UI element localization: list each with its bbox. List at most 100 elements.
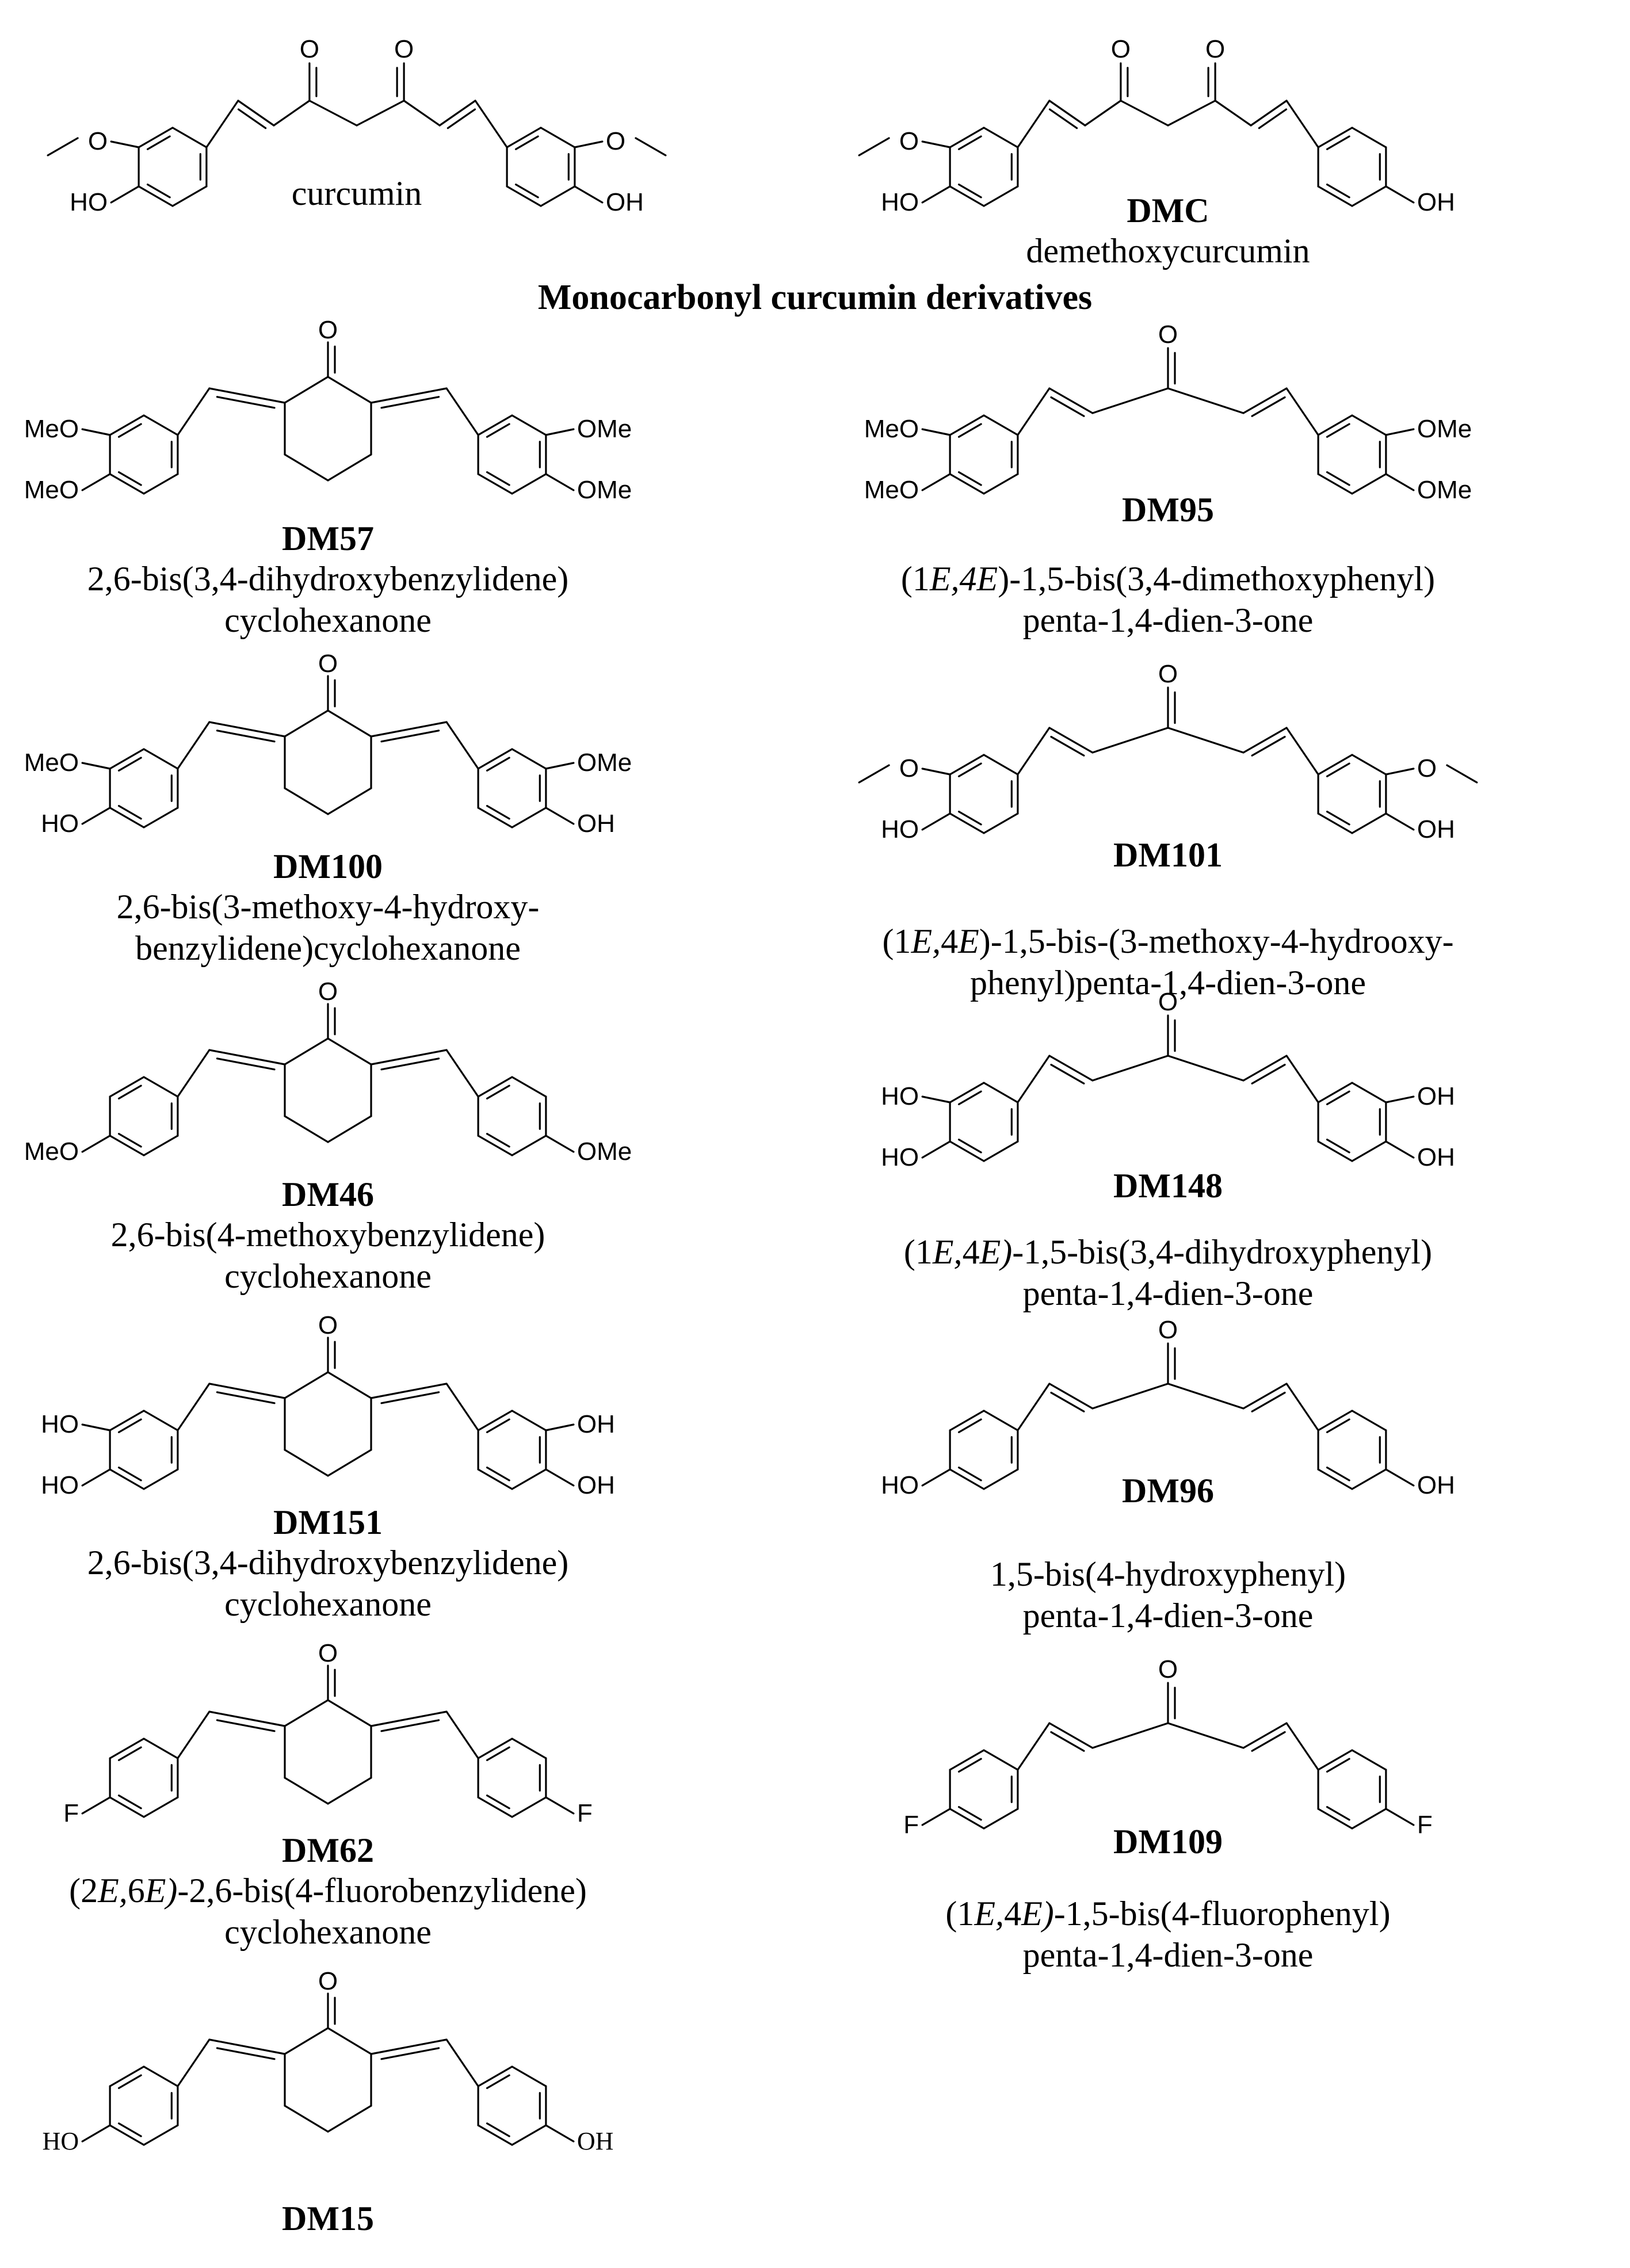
ring-bond (540, 127, 576, 148)
ring-bond (511, 1468, 547, 1490)
ring-bond (109, 1410, 145, 1431)
alkene-bond (1048, 387, 1094, 414)
exocyclic-double-bond (208, 1710, 286, 1727)
ring-bond (511, 807, 547, 828)
compound-name-line: 2,6-bis(3,4-dihydroxybenzylidene) (87, 1544, 569, 1582)
alkene-bond (1242, 727, 1288, 754)
bond (1167, 387, 1245, 414)
ring-inner-bond (957, 423, 982, 438)
compound-name-line: (2E,6E)-2,6-bis(4-fluorobenzylidene) (69, 1872, 587, 1910)
substituent-bond (921, 140, 951, 148)
bond (284, 1777, 329, 1805)
left-aryl-ring (109, 414, 179, 495)
ring-inner-bond (117, 1746, 142, 1761)
ring-inner-bond (1326, 1090, 1350, 1105)
bond (356, 100, 405, 127)
substituent-bond (545, 2124, 575, 2143)
substituent-bond (545, 762, 575, 770)
double-bond-inner (1050, 1391, 1085, 1412)
left-aryl-ring (109, 748, 179, 828)
ring-bond (109, 1468, 145, 1490)
left-meta-substituent: O (899, 754, 919, 782)
ring-bond (138, 185, 174, 207)
ring-bond (506, 185, 542, 207)
substituent-bond (921, 768, 951, 776)
exocyclic-double-bond (208, 1049, 286, 1066)
substituent-bond (545, 807, 575, 825)
ring-inner-bond (957, 135, 982, 150)
right-para-substituent: OH (1417, 188, 1455, 216)
ring-bond (1351, 414, 1387, 436)
ring-bond (949, 1808, 985, 1830)
substituent-bond (81, 1468, 111, 1487)
right-para-substituent: OH (606, 188, 644, 216)
left-aryl-ring (949, 127, 1019, 207)
ring-bond (511, 2065, 547, 2087)
substituent-bond (81, 2124, 111, 2143)
bond (327, 2027, 372, 2055)
ring-bond (949, 1749, 985, 1771)
ring-bond (949, 414, 985, 436)
bond (445, 387, 479, 436)
ring-bond (1351, 127, 1387, 148)
ring-bond (143, 748, 179, 770)
substituent-bond (81, 1796, 111, 1815)
compound-name-line: cyclohexanone (224, 601, 432, 639)
ring-inner-bond (486, 1794, 510, 1809)
ring-bond (983, 1808, 1019, 1830)
left-para-substituent: MeO (24, 476, 79, 504)
compound-name-line: (1E,4E)-1,5-bis(3,4-dimethoxyphenyl) (900, 560, 1436, 598)
bond (327, 453, 372, 482)
right-para-substituent: OH (1417, 815, 1455, 843)
substituent-bond (1385, 428, 1415, 436)
right-meta-substituent: OMe (577, 749, 632, 777)
bond (1120, 100, 1169, 127)
compound-code: DM57 (282, 520, 374, 558)
ring-inner-bond (957, 1467, 982, 1482)
bond (1091, 1055, 1169, 1082)
substituent-bond (1385, 185, 1415, 204)
carbonyl-oxygen-label: O (394, 35, 414, 63)
bond (1285, 387, 1319, 436)
ring-inner-bond (957, 762, 982, 777)
methyl-bond (1446, 764, 1478, 784)
ring-inner-bond (486, 423, 510, 438)
left-meta-substituent: O (899, 127, 919, 155)
ring-bond (143, 807, 179, 828)
ring-bond (983, 1082, 1019, 1104)
ring-bond (983, 185, 1019, 207)
compound-name-line: demethoxycurcumin (1026, 232, 1310, 270)
substituent-bond (110, 185, 140, 204)
left-meta-substituent: O (88, 127, 108, 155)
ring-inner-bond (957, 1139, 982, 1154)
carbonyl-oxygen-label: O (1158, 320, 1178, 349)
ring-bond (1317, 473, 1353, 495)
ring-bond (1317, 414, 1353, 436)
left-para-substituent: MeO (864, 476, 919, 504)
bond (1285, 1055, 1319, 1104)
double-bond-inner (1048, 108, 1078, 129)
bond (284, 376, 329, 404)
bond (284, 453, 329, 482)
alkene-bond (1048, 727, 1094, 754)
ring-bond (477, 2065, 513, 2087)
ring-bond (1317, 754, 1353, 776)
ring-bond (477, 748, 513, 770)
substituent-bond (921, 1140, 951, 1159)
ring-bond (109, 473, 145, 495)
ring-bond (949, 1140, 985, 1162)
exocyclic-double-bond (208, 387, 286, 404)
double-bond-inner (446, 108, 476, 129)
substituent-bond (81, 807, 111, 825)
left-para-substituent: HO (41, 1471, 79, 1499)
right-aryl-ring (477, 1076, 547, 1156)
compound-name-line: (1E,4E)-1,5-bis-(3-methoxy-4-hydrooxy- (882, 922, 1454, 960)
ring-bond (511, 1135, 547, 1156)
right-para-substituent: OMe (1417, 476, 1472, 504)
